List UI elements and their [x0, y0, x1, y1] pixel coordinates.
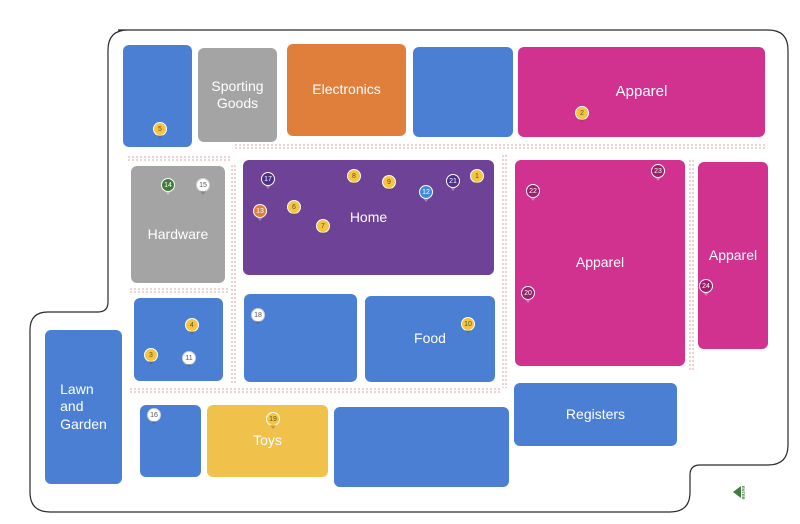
dept-lawn-and-garden[interactable]: Lawn and Garden	[45, 330, 122, 484]
marker-2[interactable]: 2	[575, 106, 589, 120]
dept-label-food: Food	[414, 330, 446, 347]
dept-label-home: Home	[349, 208, 388, 225]
dept-label-electronics: Electronics	[312, 81, 381, 98]
aisle-lines	[128, 144, 767, 393]
marker-18[interactable]: 18	[251, 308, 265, 322]
dept-apparel-center[interactable]: Apparel	[515, 160, 685, 366]
marker-12[interactable]: 12	[419, 185, 433, 199]
marker-17[interactable]: 17	[261, 172, 275, 186]
dept-label-apparel-top: Apparel	[615, 82, 668, 100]
dept-label-apparel-right: Apparel	[708, 246, 758, 263]
marker-4[interactable]: 4	[185, 318, 199, 332]
dept-registers[interactable]: Registers	[514, 383, 677, 446]
marker-5[interactable]: 5	[153, 122, 167, 136]
marker-22[interactable]: 22	[526, 184, 540, 198]
dept-label-lawn-and-garden: Lawn and Garden	[60, 380, 107, 432]
marker-15[interactable]: 15	[196, 178, 210, 192]
marker-9[interactable]: 9	[382, 175, 396, 189]
dept-label-registers: Registers	[565, 405, 626, 422]
dept-label-apparel-center: Apparel	[575, 254, 625, 271]
marker-8[interactable]: 8	[347, 169, 361, 183]
dept-blue-lower-middle[interactable]	[244, 294, 357, 382]
marker-1[interactable]: 1	[470, 169, 484, 183]
marker-13[interactable]: 13	[253, 204, 267, 218]
marker-24[interactable]: 24	[699, 279, 713, 293]
dept-label-toys: Toys	[253, 432, 282, 449]
marker-11[interactable]: 11	[182, 351, 196, 365]
marker-10[interactable]: 10	[461, 317, 475, 331]
dept-label-hardware: Hardware	[147, 225, 209, 242]
dept-apparel-right[interactable]: Apparel	[698, 162, 768, 349]
dept-blue-top-middle[interactable]	[413, 47, 513, 137]
dept-sporting-goods[interactable]: Sporting Goods	[198, 48, 277, 142]
marker-14[interactable]: 14	[161, 178, 175, 192]
dept-apparel-top[interactable]: Apparel	[518, 47, 765, 137]
marker-19[interactable]: 19	[266, 412, 280, 426]
dept-electronics[interactable]: Electronics	[287, 44, 406, 136]
marker-23[interactable]: 23	[651, 164, 665, 178]
dept-food[interactable]: Food	[365, 296, 495, 382]
marker-16[interactable]: 16	[147, 408, 161, 422]
marker-7[interactable]: 7	[316, 219, 330, 233]
entrance-arrow-icon[interactable]	[733, 485, 753, 499]
dept-hardware[interactable]: Hardware	[131, 166, 225, 283]
marker-3[interactable]: 3	[144, 348, 158, 362]
dept-blue-bottom-middle[interactable]	[334, 407, 509, 487]
dept-blue-lower-left[interactable]	[134, 298, 223, 381]
dept-label-sporting-goods: Sporting Goods	[211, 77, 264, 112]
marker-6[interactable]: 6	[287, 200, 301, 214]
entrance-label: ENTER	[741, 486, 746, 500]
marker-21[interactable]: 21	[446, 174, 460, 188]
marker-20[interactable]: 20	[521, 286, 535, 300]
